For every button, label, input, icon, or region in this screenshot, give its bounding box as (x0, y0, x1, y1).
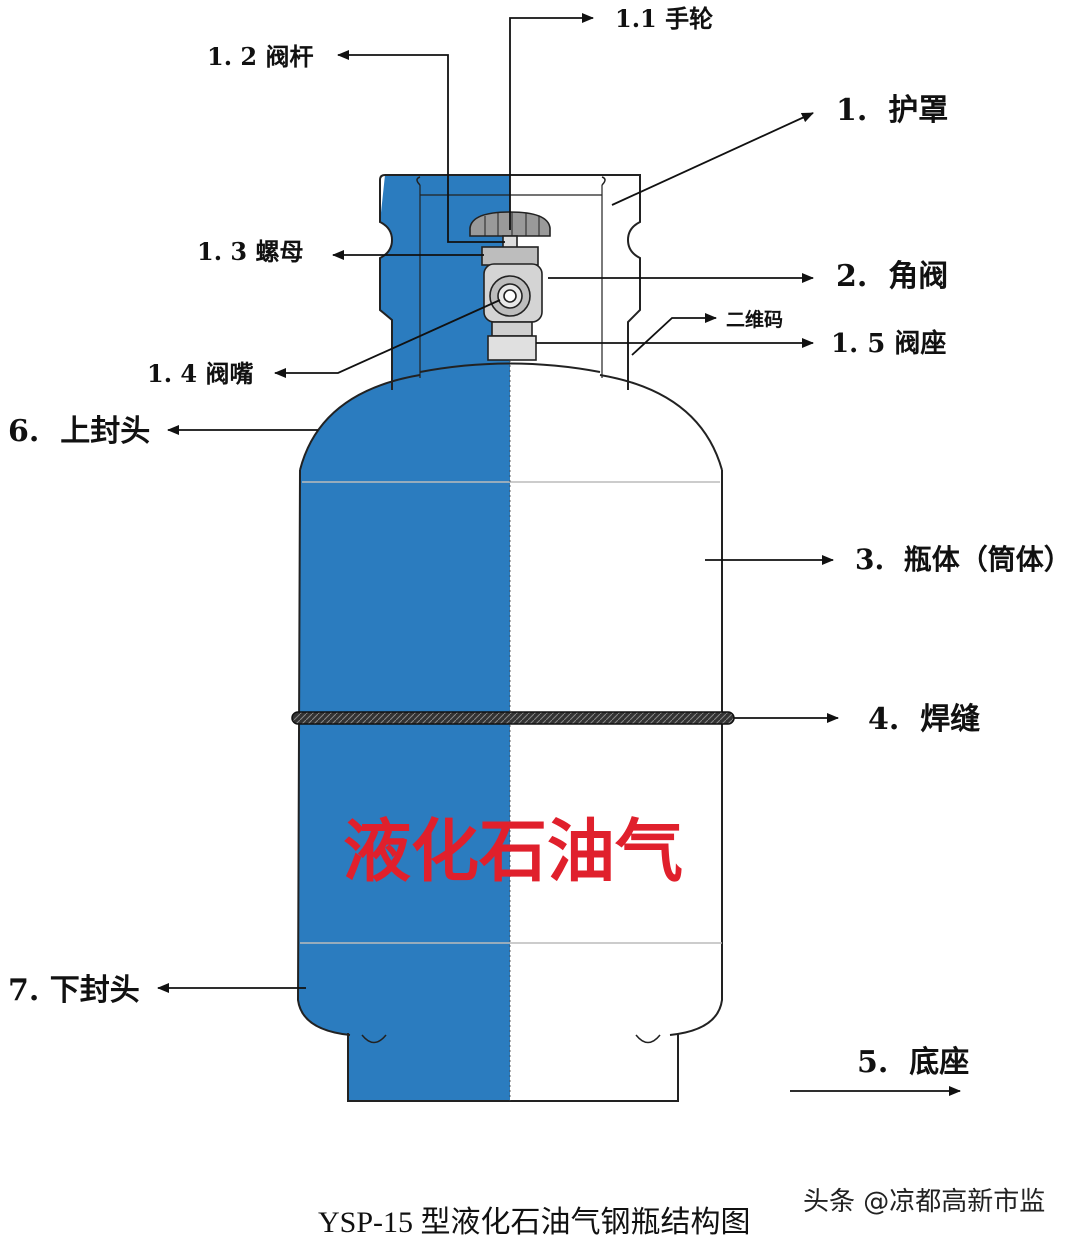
body-side-right (669, 470, 723, 1036)
guard-inner-line (419, 185, 603, 378)
part-labels: 1.1 手轮 1. 2 阀杆 1. 护罩 1. 3 螺母 2. 角阀 二维码 1… (8, 4, 1072, 1080)
label-guard: 1. 护罩 (836, 93, 948, 128)
cylinder-outline (296, 174, 723, 1102)
valve-neck (491, 321, 533, 337)
leader-handwheel (509, 13, 594, 230)
guard-hooks (416, 176, 606, 186)
nozzle-ring-inner (503, 289, 517, 303)
base-bumps (361, 1034, 661, 1044)
leader-nozzle (274, 299, 501, 378)
watermark: 头条 @凉都高新市监 (803, 1187, 1045, 1217)
label-lower-head: 7. 下封头 (8, 973, 140, 1008)
label-qrcode: 二维码 (726, 308, 783, 331)
label-handwheel: 1.1 手轮 (615, 4, 713, 33)
label-weld: 4. 焊缝 (868, 702, 980, 737)
valve-assembly (469, 211, 551, 361)
leader-stem (337, 50, 505, 243)
label-nut: 1. 3 螺母 (197, 237, 303, 266)
base-fill (348, 1033, 510, 1101)
diagram-caption: YSP-15 型液化石油气钢瓶结构图 (318, 1206, 751, 1239)
label-valve-seat: 1. 5 阀座 (831, 328, 946, 359)
leader-qrcode (631, 313, 717, 356)
handwheel-ribs (484, 212, 540, 236)
label-body: 3. 瓶体（筒体） (855, 543, 1072, 576)
nut-shape (481, 246, 539, 266)
label-base: 5. 底座 (857, 1045, 969, 1080)
valve-seat-shape (487, 335, 537, 361)
label-angle-valve: 2. 角阀 (836, 259, 948, 294)
label-nozzle: 1. 4 阀嘴 (147, 359, 253, 388)
leader-guard (611, 112, 814, 206)
label-upper-head: 6. 上封头 (8, 414, 150, 449)
leader-lines (157, 13, 961, 1096)
body-side-left (296, 469, 351, 1036)
guard-outline (385, 174, 641, 390)
body-fill (298, 375, 510, 1035)
center-product-text: 液化石油气 (343, 812, 683, 892)
label-stem: 1. 2 阀杆 (207, 42, 313, 71)
weld-band (291, 711, 735, 725)
upper-head-outline (299, 362, 723, 471)
base-outline (347, 1033, 679, 1102)
